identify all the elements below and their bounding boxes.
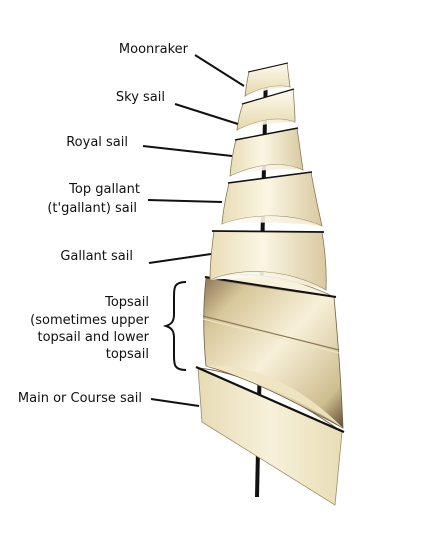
- gallant-yard: [211, 230, 325, 233]
- top-gallant-sail: [221, 171, 323, 227]
- moonraker-sail: [244, 62, 291, 97]
- sky-sail-leader: [174, 103, 239, 125]
- gallant-sail-leader: [148, 253, 212, 264]
- royal-yard: [234, 127, 299, 141]
- label-topsail-line3: topsail and lower: [37, 330, 149, 345]
- moonraker-yard: [247, 62, 289, 73]
- label-topsail-line2: (sometimes upper: [30, 313, 149, 328]
- sky-sail-yard: [241, 88, 295, 105]
- royal-sail: [229, 127, 304, 177]
- course-sail-leader: [150, 398, 200, 407]
- course-yard: [195, 365, 345, 434]
- label-top-gallant-line2: (t'gallant) sail: [47, 201, 137, 216]
- top-gallant-leader: [147, 199, 223, 203]
- label-royal-sail: Royal sail: [66, 135, 128, 150]
- top-gallant-yard: [227, 171, 313, 184]
- royal-sail-leader: [142, 145, 233, 157]
- label-main-course: Main or Course sail: [18, 391, 142, 406]
- label-topsail-line4: topsail: [106, 347, 149, 362]
- label-top-gallant-line1: Top gallant: [68, 182, 140, 197]
- label-topsail-line1: Topsail: [104, 295, 149, 310]
- label-sky-sail: Sky sail: [116, 90, 165, 105]
- label-moonraker: Moonraker: [119, 42, 189, 57]
- topsail-yard: [204, 276, 337, 298]
- topsail-brace: [162, 281, 187, 371]
- moonraker-leader: [194, 54, 245, 87]
- gallant-sail: [209, 230, 327, 291]
- sky-sail: [236, 88, 296, 131]
- label-gallant-sail: Gallant sail: [60, 249, 133, 264]
